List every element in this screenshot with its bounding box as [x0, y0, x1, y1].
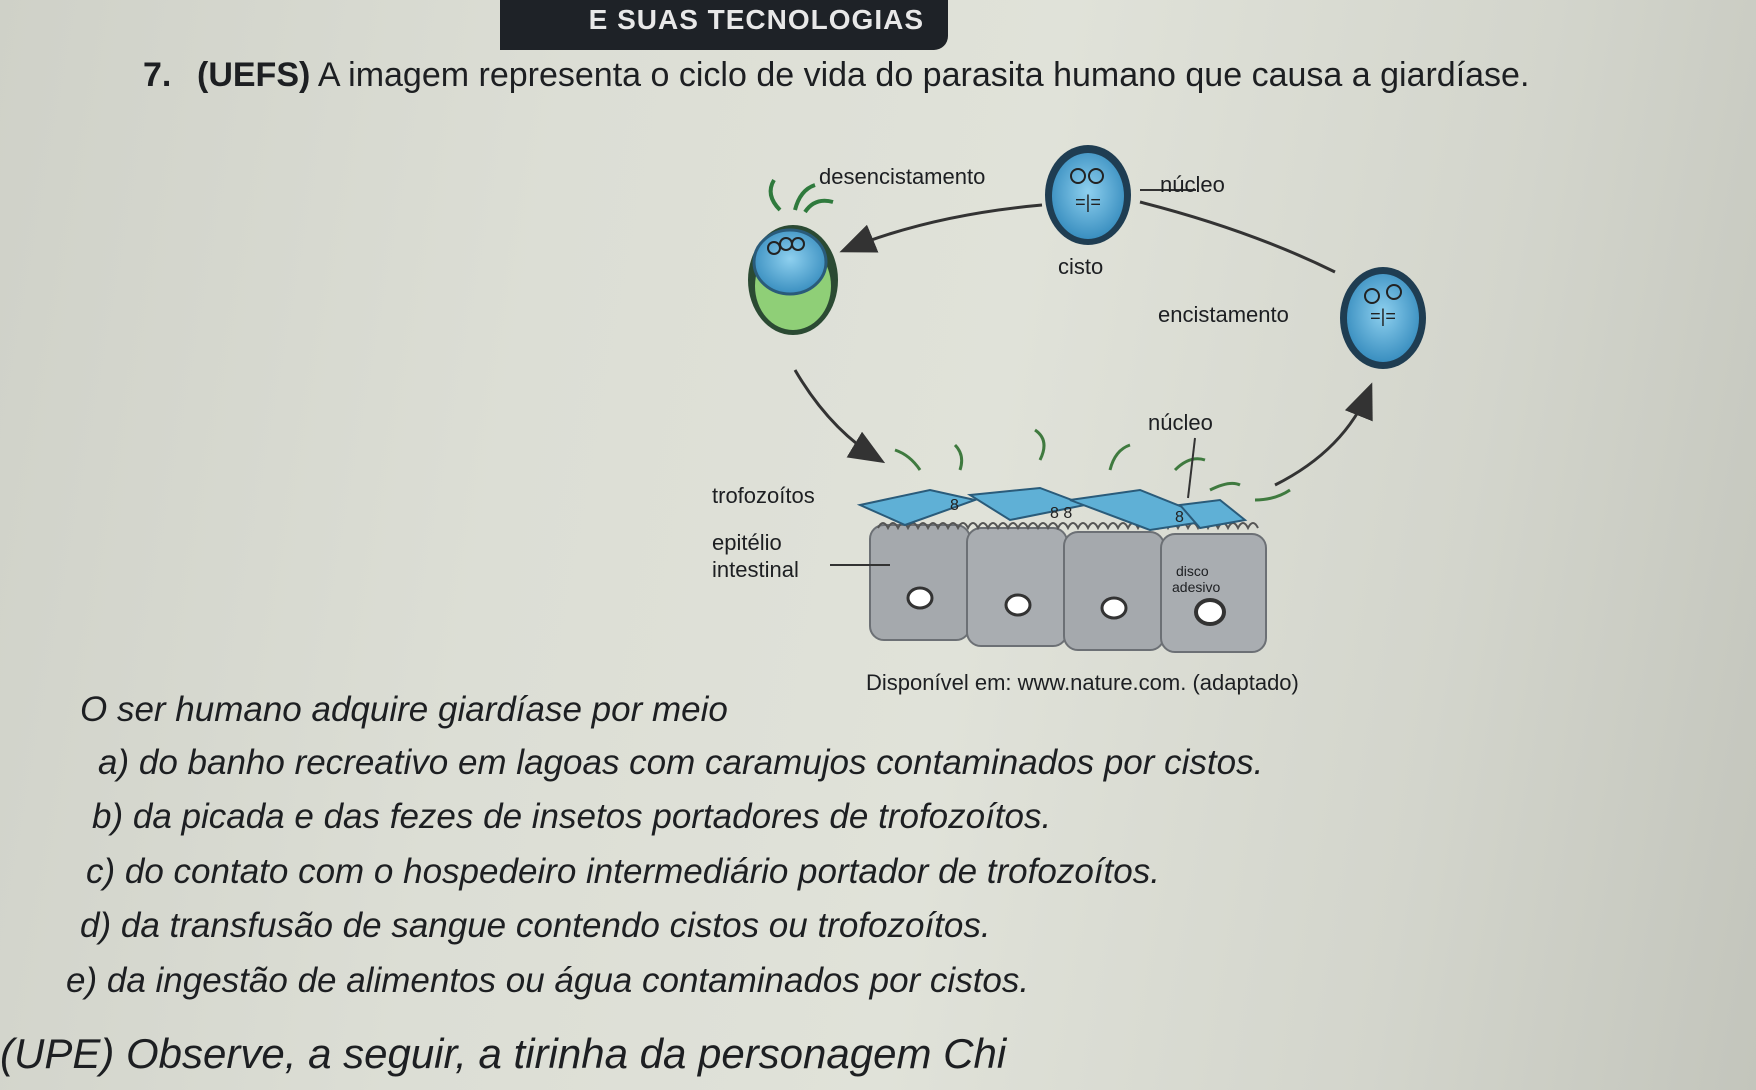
trophozoites: 8 8 8 8: [856, 428, 1291, 532]
arrow-excyst-to-trophozoite: [793, 369, 886, 464]
label-cisto: cisto: [1058, 254, 1103, 279]
question-stem: (UEFS) A imagem representa o ciclo de vi…: [197, 56, 1529, 95]
option-d-label: d): [80, 906, 112, 945]
source-note: Disponível em: www.nature.com. (adaptado…: [866, 670, 1299, 695]
label-epitelio: epitélio: [712, 530, 782, 555]
label-intestinal: intestinal: [712, 557, 799, 582]
question-prompt: O ser humano adquire giardíase por meio: [80, 690, 728, 729]
svg-text:8: 8: [950, 497, 959, 514]
label-nucleo-bottom: núcleo: [1148, 410, 1213, 435]
svg-text:=|=: =|=: [1370, 306, 1396, 326]
option-d-text: da transfusão de sangue contendo cistos …: [120, 906, 991, 945]
option-b-text: da picada e das fezes de insetos portado…: [132, 797, 1052, 836]
option-a-label: a): [98, 743, 130, 782]
option-c: c) do contato com o hospedeiro intermedi…: [86, 852, 1160, 892]
question-text: A imagem representa o ciclo de vida do p…: [310, 56, 1530, 94]
label-disco: disco: [1176, 563, 1209, 579]
intestinal-epithelium: [869, 522, 1267, 653]
label-adesivo: adesivo: [1172, 579, 1220, 595]
option-a-text: do banho recreativo em lagoas com caramu…: [138, 743, 1264, 782]
header-banner-text: E SUAS TECNOLOGIAS: [588, 4, 924, 35]
cyst-top: =|=: [1045, 145, 1131, 245]
svg-text:8 8: 8 8: [1050, 505, 1072, 522]
arrow-trophozoite-to-cyst: [1274, 382, 1373, 487]
header-banner: E SUAS TECNOLOGIAS: [500, 0, 948, 50]
option-e-label: e): [66, 961, 98, 1000]
question-number: 7.: [143, 56, 172, 94]
option-c-text: do contato com o hospedeiro intermediári…: [124, 852, 1160, 891]
label-trofozoitos: trofozoítos: [712, 483, 815, 508]
arrow-desencistamento: [839, 203, 1043, 253]
label-encistamento: encistamento: [1158, 302, 1289, 327]
option-e-text: da ingestão de alimentos ou água contami…: [106, 961, 1030, 1000]
svg-text:8: 8: [1175, 509, 1184, 526]
arrow-cyst-to-encistamento: [1139, 200, 1336, 274]
option-c-label: c): [86, 852, 116, 891]
option-d: d) da transfusão de sangue contendo cist…: [80, 906, 991, 946]
excysting-cyst: [748, 178, 838, 335]
cyst-right: =|=: [1340, 267, 1426, 369]
next-question-fragment: (UPE) Observe, a seguir, a tirinha da pe…: [0, 1030, 1007, 1077]
option-e: e) da ingestão de alimentos ou água cont…: [66, 961, 1029, 1001]
label-desencistamento: desencistamento: [819, 164, 985, 189]
svg-text:=|=: =|=: [1075, 192, 1101, 212]
question-source: (UEFS): [197, 56, 311, 94]
label-nucleo-top: núcleo: [1160, 172, 1225, 197]
option-b-label: b): [92, 797, 124, 836]
option-a: a) do banho recreativo em lagoas com car…: [98, 743, 1263, 783]
option-b: b) da picada e das fezes de insetos port…: [92, 797, 1051, 837]
